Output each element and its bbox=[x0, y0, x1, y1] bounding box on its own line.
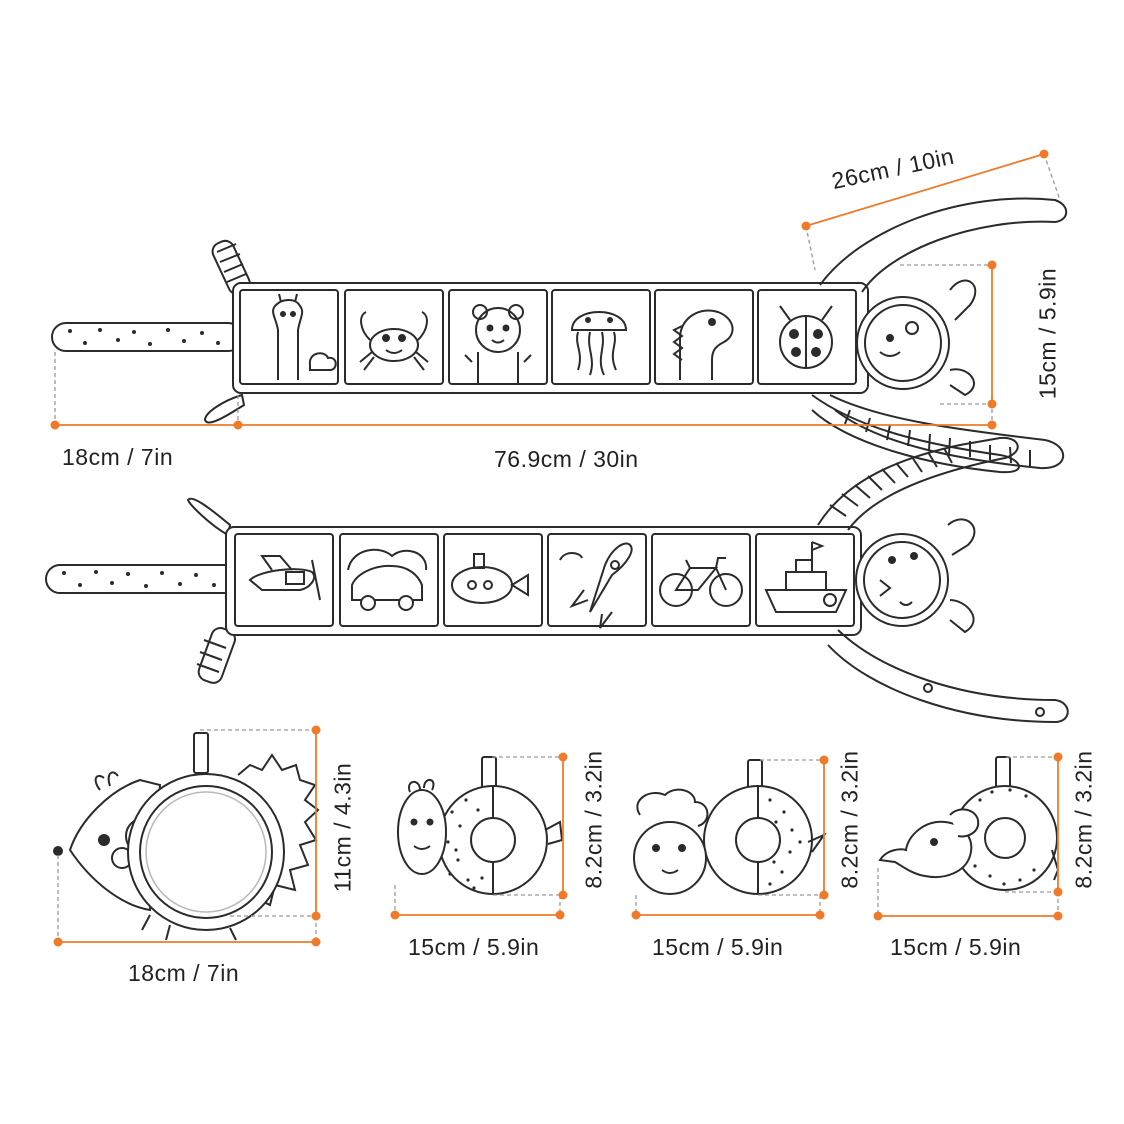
bottom-striped-arm bbox=[817, 436, 1019, 531]
rocket-icon bbox=[559, 542, 633, 629]
lion-height-label: 8.2cm / 3.2in bbox=[580, 750, 607, 889]
bottom-book-strip bbox=[225, 526, 862, 636]
handle-length-label: 18cm / 7in bbox=[62, 444, 174, 470]
top-leaf-tab bbox=[203, 393, 246, 424]
head-height-label: 15cm / 5.9in bbox=[1034, 267, 1061, 400]
bottom-arm-stripes bbox=[829, 447, 953, 517]
sheep-width-label: 15cm / 5.9in bbox=[652, 934, 784, 960]
elephant-height-label: 8.2cm / 3.2in bbox=[1070, 750, 1097, 889]
top-dotted-handle bbox=[51, 322, 243, 352]
lion-ring-rattle bbox=[397, 756, 564, 895]
bottom-handle-dots bbox=[62, 570, 232, 588]
giraffe-icon bbox=[272, 293, 337, 380]
car-icon bbox=[347, 548, 428, 611]
jellyfish-icon bbox=[570, 311, 628, 376]
hedgehog-height-label: 11cm / 4.3in bbox=[329, 762, 356, 893]
hedgehog-width-label: 18cm / 7in bbox=[128, 960, 240, 986]
dimension-endpoints bbox=[50, 149, 1063, 947]
top-bunny-head bbox=[856, 279, 977, 397]
book-length-label: 76.9cm / 30in bbox=[494, 446, 639, 472]
airplane-icon bbox=[248, 555, 321, 601]
top-striped-legs bbox=[811, 394, 1065, 474]
crab-icon bbox=[359, 311, 429, 371]
bottom-leaf-tab bbox=[186, 497, 232, 537]
bottom-arc-arm bbox=[827, 629, 1069, 724]
bottom-cloth-book bbox=[45, 436, 1069, 724]
dinosaur-icon bbox=[672, 309, 734, 380]
tiger-icon bbox=[464, 304, 532, 384]
elephant-ring-rattle bbox=[878, 756, 1060, 891]
submarine-icon bbox=[451, 553, 529, 604]
ladybug-icon bbox=[779, 305, 833, 369]
top-arc-arm bbox=[819, 197, 1068, 293]
bottom-bunny-head bbox=[855, 518, 976, 634]
dimension-lines bbox=[55, 153, 1059, 943]
hedgehog-mirror-toy bbox=[53, 732, 320, 941]
top-book-strip bbox=[232, 282, 869, 394]
bottom-dotted-handle bbox=[45, 564, 247, 594]
lion-width-label: 15cm / 5.9in bbox=[408, 934, 540, 960]
sheep-ring-rattle bbox=[633, 759, 827, 895]
top-cloth-book bbox=[51, 197, 1068, 474]
ship-icon bbox=[764, 541, 848, 613]
sheep-height-label: 8.2cm / 3.2in bbox=[836, 750, 863, 889]
elephant-width-label: 15cm / 5.9in bbox=[890, 934, 1022, 960]
bicycle-icon bbox=[659, 557, 743, 607]
top-handle-dots bbox=[68, 328, 220, 346]
